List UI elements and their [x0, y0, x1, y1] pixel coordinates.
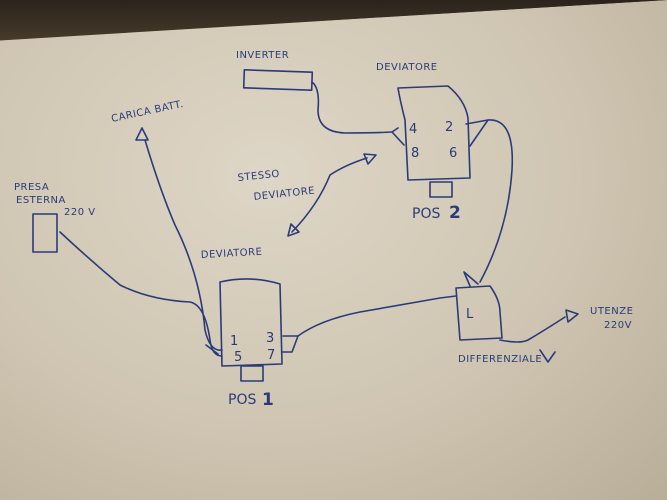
stesso-arrow-top	[363, 153, 377, 165]
wire-presa-to-5	[59, 231, 223, 357]
terminal-3: 3	[266, 331, 274, 346]
presa-box	[32, 213, 58, 253]
utenze-label-1: UTENZE	[590, 306, 633, 317]
wire-3-to-7	[281, 335, 299, 353]
differenziale-group: L DIFFERENZIALE	[455, 285, 542, 365]
utenze-label-2: 220V	[604, 320, 632, 331]
deviatore-top-knob	[429, 181, 453, 198]
deviatore-bottom-group: DEVIATORE 1 3 5 7 POS 1	[201, 247, 283, 410]
deviatore-top-label: DEVIATORE	[376, 62, 438, 73]
terminal-7: 7	[267, 348, 275, 363]
pos-bottom-word: POS	[228, 392, 256, 408]
deviatore-bottom-body	[219, 278, 283, 367]
wire-differenziale-to-utenze	[499, 316, 566, 343]
presa-label-1: PRESA	[14, 182, 49, 193]
inverter-label: INVERTER	[236, 50, 289, 61]
carica-batt-arrow	[135, 127, 149, 141]
terminal-5: 5	[234, 350, 242, 365]
terminal-4: 4	[409, 122, 417, 137]
wire-deviatore-top-to-differenziale	[479, 119, 514, 283]
wire-differenziale-tail	[539, 349, 556, 363]
carica-batt-label: CARICA BATT.	[110, 99, 184, 125]
stesso-connector-line	[291, 157, 368, 233]
wire-differenziale-top-hook	[463, 271, 479, 287]
deviatore-top-group: DEVIATORE 4 2 8 6 POS 2	[376, 62, 471, 223]
presa-volt-label: 220 V	[64, 207, 96, 218]
pos-top-word: POS	[412, 206, 440, 222]
wires	[59, 81, 566, 363]
wire-deviatore-bottom-to-differenziale	[297, 295, 457, 337]
terminal-8: 8	[411, 146, 419, 161]
presa-group: PRESA ESTERNA 220 V	[14, 182, 96, 253]
stesso-label-2: DEVIATORE	[253, 186, 315, 203]
stesso-arrow-bottom	[287, 223, 300, 237]
presa-label-2: ESTERNA	[16, 195, 66, 206]
terminal-2: 2	[445, 120, 453, 135]
inverter-group: INVERTER	[236, 50, 314, 91]
wire-inverter-to-4	[311, 81, 399, 134]
utenze-group: UTENZE 220V	[565, 306, 633, 331]
inverter-box	[242, 69, 314, 91]
deviatore-bottom-knob	[240, 365, 264, 382]
stesso-deviatore-group: STESSO DEVIATORE	[237, 153, 377, 237]
deviatore-top-body	[397, 85, 471, 181]
wire-carica-batt-to-1	[144, 139, 223, 351]
wire-4-to-8	[391, 131, 405, 146]
utenze-arrow	[565, 309, 579, 323]
terminal-1: 1	[230, 334, 238, 349]
differenziale-symbol: L	[466, 307, 474, 322]
deviatore-bottom-label: DEVIATORE	[201, 247, 263, 261]
stesso-label-1: STESSO	[237, 169, 280, 184]
carica-batt-group: CARICA BATT.	[110, 99, 185, 141]
differenziale-label: DIFFERENZIALE	[458, 354, 542, 365]
terminal-6: 6	[449, 146, 457, 161]
differenziale-box	[455, 285, 503, 341]
pos-top-number: 2	[449, 203, 461, 223]
pos-bottom-number: 1	[262, 390, 274, 410]
